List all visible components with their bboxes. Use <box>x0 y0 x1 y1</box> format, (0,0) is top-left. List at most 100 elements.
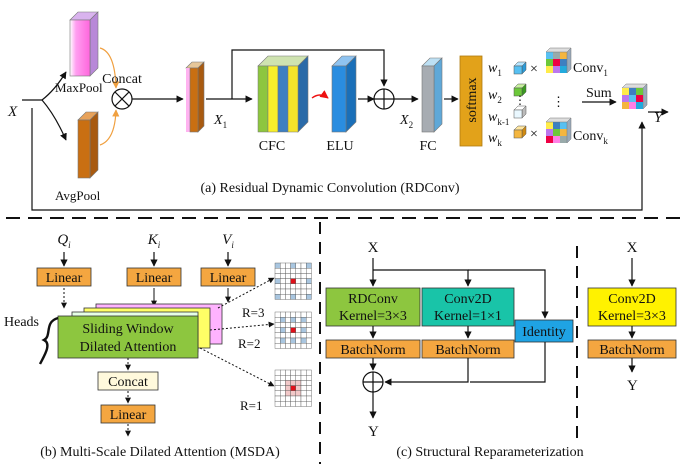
add-operator <box>373 88 395 110</box>
q-label: Qi <box>57 232 71 250</box>
r1-label: R=1 <box>240 398 263 413</box>
avgpool-block <box>77 111 99 179</box>
w2-label: w2 <box>488 88 502 105</box>
r2-label: R=2 <box>238 336 261 351</box>
rep-caption: (c) Structural Reparameterization <box>396 445 583 460</box>
concat-label: Concat <box>102 72 142 87</box>
cfc-block <box>257 55 309 133</box>
wk-label: wk <box>488 131 502 148</box>
k-label: Ki <box>147 232 161 250</box>
maxpool-block <box>69 11 99 77</box>
ray-r2 <box>209 321 275 331</box>
rdconv-section: X MaxPool AvgPool Concat <box>7 11 669 211</box>
rep-x-to-conv1 <box>373 269 472 287</box>
rep-right-conv-block: Conv2D Kernel=3×3 <box>587 287 677 327</box>
v-label: Vi <box>222 232 234 250</box>
output-label: Y <box>654 110 664 126</box>
svg-text:Linear: Linear <box>46 271 83 286</box>
identity-to-add <box>470 342 546 383</box>
arrow-to-maxpool <box>41 71 67 101</box>
rep-x-label: X <box>368 240 379 256</box>
maxpool-label: MaxPool <box>55 80 103 95</box>
dots-conv: ⋮ <box>552 94 565 109</box>
svg-text:Conv2D: Conv2D <box>444 292 491 307</box>
arrow-to-avgpool <box>41 99 67 141</box>
rep-identity-block: Identity <box>514 319 574 343</box>
linear-k: Linear <box>126 267 182 287</box>
svg-text:Identity: Identity <box>522 325 566 340</box>
rdconv-input-label: X <box>7 104 18 120</box>
sliding-window-line1: Sliding Window <box>82 322 174 337</box>
weight-cube-k-1 <box>513 105 527 119</box>
dots-weights: ⋮ <box>514 93 526 107</box>
rep-right-y-label: Y <box>627 378 638 394</box>
dilation-grids <box>274 262 312 407</box>
weight-cube-1 <box>513 61 527 75</box>
svg-text:RDConv: RDConv <box>348 292 398 307</box>
rep-bn-mid: BatchNorm <box>421 339 515 359</box>
softmax-block <box>459 55 483 147</box>
elu-label: ELU <box>326 139 353 154</box>
times-k: × <box>530 127 538 142</box>
rep-right-bn: BatchNorm <box>587 339 677 359</box>
weight-cube-2 <box>513 83 527 97</box>
svg-text:Concat: Concat <box>108 375 148 390</box>
svg-text:Kernel=1×1: Kernel=1×1 <box>434 309 502 324</box>
rep-y-label: Y <box>368 424 379 440</box>
avgpool-label: AvgPool <box>55 188 101 203</box>
svg-text:BatchNorm: BatchNorm <box>340 343 405 358</box>
sum-label: Sum <box>586 86 612 101</box>
wk1-label: wk-1 <box>488 110 509 127</box>
fc-block <box>421 57 443 133</box>
msda-caption: (b) Multi-Scale Dilated Attention (MSDA) <box>40 445 280 460</box>
rdconv-caption: (a) Residual Dynamic Convolution (RDConv… <box>201 181 460 196</box>
x2-label: X2 <box>399 113 413 130</box>
svg-text:Kernel=3×3: Kernel=3×3 <box>339 309 407 324</box>
svg-text:BatchNorm: BatchNorm <box>599 343 664 358</box>
grid-r1 <box>274 369 312 407</box>
times-1: × <box>530 62 538 77</box>
rep-bn-left: BatchNorm <box>325 339 421 359</box>
heads-brace <box>38 316 59 365</box>
weight-cubes <box>513 61 527 139</box>
grid-r2 <box>274 311 312 349</box>
svg-text:Conv2D: Conv2D <box>608 292 655 307</box>
rep-add-operator <box>362 371 384 393</box>
msda-concat-block: Concat <box>97 371 159 391</box>
ray-r3 <box>217 277 275 309</box>
rep-x-to-identity <box>468 269 549 319</box>
conv1-label: Conv1 <box>573 61 608 78</box>
linear-v: Linear <box>200 267 256 287</box>
fc-label: FC <box>419 139 436 154</box>
rep-conv1x1-block: Conv2D Kernel=1×1 <box>421 287 515 327</box>
concat-operator <box>111 88 133 110</box>
maxpool-to-concat <box>99 47 120 89</box>
softmax-label: softmax <box>465 77 480 122</box>
svg-text:BatchNorm: BatchNorm <box>435 343 500 358</box>
rep-rdconv-block: RDConv Kernel=3×3 <box>325 287 421 327</box>
grid-r3 <box>274 262 312 300</box>
svg-text:Linear: Linear <box>110 408 147 423</box>
w1-label: w1 <box>488 61 502 78</box>
linear-q: Linear <box>36 267 92 287</box>
msda-linear-block: Linear <box>100 404 156 424</box>
svg-text:Kernel=3×3: Kernel=3×3 <box>598 309 666 324</box>
convk-kernel <box>545 117 572 144</box>
output-kernel <box>621 83 648 110</box>
cfc-to-elu-arrow <box>311 90 329 99</box>
svg-text:Linear: Linear <box>210 271 247 286</box>
weight-cube-k <box>513 125 527 139</box>
convk-label: Convk <box>573 129 608 146</box>
msda-section: Qi Ki Vi Linear Linear Linear Sliding Wi… <box>4 232 312 460</box>
svg-text:Linear: Linear <box>136 271 173 286</box>
ray-r1 <box>199 347 275 387</box>
elu-block <box>331 55 357 133</box>
cfc-label: CFC <box>259 139 285 154</box>
bn-mid-to-add <box>384 358 469 386</box>
avgpool-to-concat <box>99 109 120 146</box>
concat-feature-block <box>185 61 205 133</box>
skip-connection <box>31 108 646 211</box>
sliding-window-line2: Dilated Attention <box>80 340 177 355</box>
